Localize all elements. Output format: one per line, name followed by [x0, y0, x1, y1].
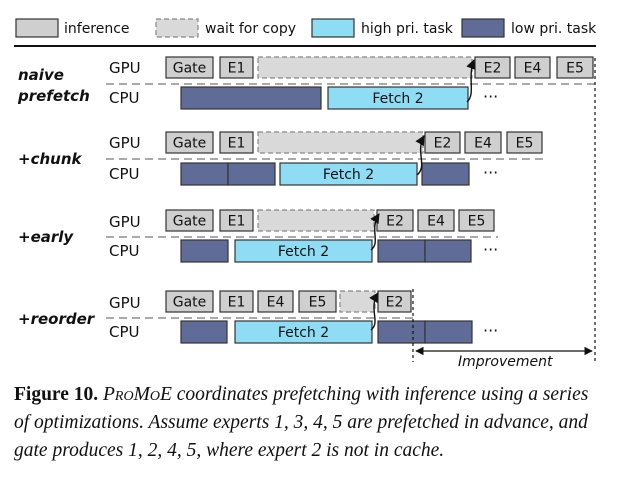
gpu-block-e5	[556, 56, 594, 79]
dependency-arrow	[415, 135, 425, 176]
row-name-chunk: +chunk	[18, 150, 82, 168]
gpu-block-label: E5	[468, 214, 486, 230]
gpu-block-e4	[257, 290, 294, 313]
gpu-block-label: Gate	[173, 136, 207, 152]
gpu-block-label: E5	[309, 295, 327, 311]
gpu-block-e1	[219, 131, 254, 154]
gpu-block-e2	[424, 131, 461, 154]
legend-high-label: high pri. task	[361, 21, 454, 37]
legend-inference-label: inference	[64, 21, 130, 37]
legend-wait-label: wait for copy	[205, 21, 296, 37]
figure-caption: Figure 10. ProMoE coordinates prefetchin…	[14, 381, 608, 465]
row-name-naive-line2: prefetch	[17, 87, 90, 105]
cpu-block-low	[377, 239, 426, 263]
cpu-block-fetch-2	[279, 162, 418, 186]
improvement-label: Improvement	[458, 354, 553, 370]
caption-text: coordinates prefetching with inference u…	[14, 384, 589, 461]
gpu-block-label: E5	[516, 136, 534, 152]
gpu-block-wait	[257, 131, 424, 154]
legend: inference wait for copy high pri. task l…	[15, 18, 597, 38]
cpu-block-low	[180, 162, 229, 186]
row-name-naive-line1: naive	[18, 66, 64, 84]
cpu-block-label: Fetch 2	[278, 244, 329, 260]
cpu-block-label: Fetch 2	[372, 91, 423, 107]
gpu-block-gate	[165, 290, 214, 313]
gpu-block-e1	[219, 209, 254, 232]
gpu-block-label: E4	[524, 61, 542, 77]
gpu-block-e1	[219, 290, 254, 313]
dependency-arrow	[466, 59, 476, 103]
gpu-block-e5	[458, 209, 495, 232]
gpu-block-gate	[165, 131, 214, 154]
gpu-block-label: E2	[386, 295, 404, 311]
gpu-block-label: E1	[228, 136, 246, 152]
gpu-block-label: E4	[474, 136, 492, 152]
gpu-label: GPU	[109, 59, 141, 77]
continuation-ellipsis: ···	[483, 87, 498, 106]
gpu-block-label: E4	[267, 295, 285, 311]
gpu-block-label: E4	[427, 214, 445, 230]
legend-inference-swatch	[15, 18, 59, 38]
gpu-block-label: Gate	[173, 61, 207, 77]
continuation-ellipsis: ···	[483, 240, 498, 259]
row-name-early: +early	[18, 228, 74, 246]
gpu-label: GPU	[109, 134, 141, 152]
gpu-block-wait	[257, 209, 375, 232]
gpu-block-label: E5	[566, 61, 584, 77]
gpu-block-gate	[165, 209, 214, 232]
legend-low-swatch	[461, 18, 505, 38]
continuation-ellipsis: ···	[483, 321, 498, 340]
cpu-block-low	[180, 86, 322, 110]
caption-system-name: ProMoE	[103, 384, 172, 405]
gpu-block-wait	[339, 290, 376, 313]
gpu-block-label: E2	[434, 136, 452, 152]
gpu-block-label: Gate	[173, 214, 207, 230]
cpu-label: CPU	[109, 89, 140, 107]
dependency-arrow	[369, 292, 379, 331]
cpu-block-label: Fetch 2	[323, 167, 374, 183]
continuation-ellipsis: ···	[483, 163, 498, 182]
cpu-block-low	[180, 239, 229, 263]
cpu-block-low	[377, 320, 426, 344]
gpu-block-label: E2	[484, 61, 502, 77]
cpu-label: CPU	[109, 323, 140, 341]
cpu-block-low	[424, 239, 472, 263]
legend-wait-swatch	[155, 18, 199, 38]
gpu-label: GPU	[109, 213, 141, 231]
row-name-reorder: +reorder	[18, 310, 96, 328]
cpu-block-low	[421, 162, 470, 186]
gpu-block-e1	[219, 56, 254, 79]
gpu-block-gate	[165, 56, 214, 79]
gpu-block-label: E1	[228, 61, 246, 77]
dependency-arrow	[370, 213, 380, 251]
gpu-block-e4	[464, 131, 502, 154]
cpu-block-low	[180, 320, 228, 344]
legend-low-label: low pri. task	[511, 21, 597, 37]
cpu-block-fetch-2	[327, 86, 469, 110]
gpu-block-label: E1	[228, 214, 246, 230]
cpu-block-low	[227, 162, 276, 186]
gpu-block-wait	[257, 56, 473, 79]
cpu-label: CPU	[109, 165, 140, 183]
gpu-block-e5	[506, 131, 543, 154]
cpu-block-label: Fetch 2	[278, 325, 329, 341]
cpu-block-low	[424, 320, 473, 344]
gpu-block-label: Gate	[173, 295, 207, 311]
cpu-label: CPU	[109, 242, 140, 260]
legend-high-swatch	[311, 18, 355, 38]
gpu-label: GPU	[109, 294, 141, 312]
cpu-block-fetch-2	[234, 320, 373, 344]
gpu-block-e5	[298, 290, 337, 313]
gpu-block-e4	[417, 209, 455, 232]
gpu-block-label: E2	[386, 214, 404, 230]
timeline-figure: inference wait for copy high pri. task l…	[14, 18, 597, 370]
cpu-block-fetch-2	[234, 239, 373, 263]
gpu-block-e4	[514, 56, 551, 79]
caption-label: Figure 10.	[14, 384, 99, 405]
gpu-block-label: E1	[228, 295, 246, 311]
